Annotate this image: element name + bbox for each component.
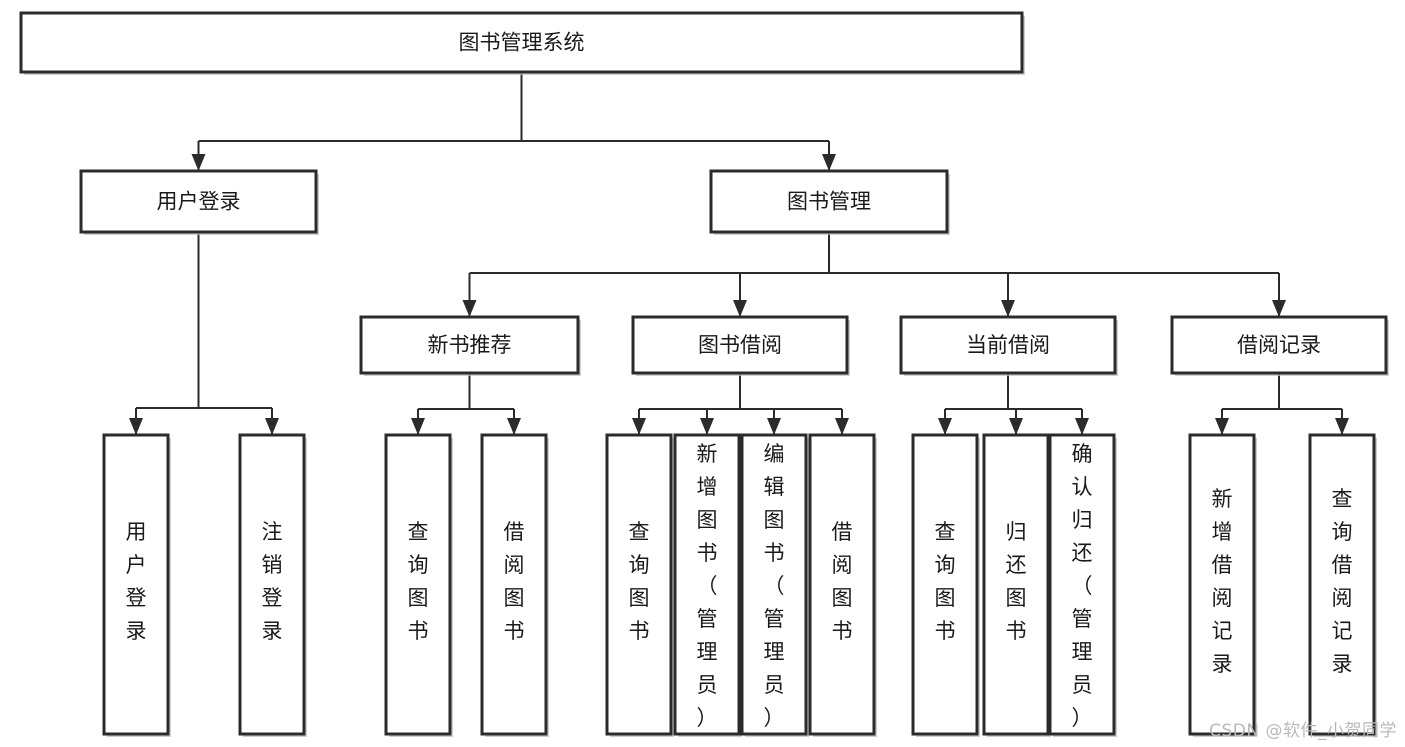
node-label: 图书管理 <box>787 190 871 214</box>
node-level3-2[interactable]: 当前借阅 <box>899 315 1118 376</box>
node-label: 借阅图书 <box>832 520 853 643</box>
node-leaf-1[interactable]: 注销登录 <box>238 433 307 737</box>
arrow-head-icon <box>1009 418 1023 435</box>
node-leaf-0[interactable]: 用户登录 <box>102 433 171 737</box>
arrow-head-icon <box>265 418 279 435</box>
arrow-head-icon <box>733 300 747 317</box>
arrow-head-icon <box>822 154 836 171</box>
watermark-label: CSDN @软件_小贺同学 <box>1209 721 1397 741</box>
arrow-head-icon <box>1272 300 1286 317</box>
node-leaf-4[interactable]: 查询图书 <box>605 433 674 737</box>
arrow-head-icon <box>411 418 425 435</box>
node-label: 图书借阅 <box>698 333 782 357</box>
node-level2-1[interactable]: 图书管理 <box>709 169 950 235</box>
node-label: 新书推荐 <box>428 333 512 357</box>
node-label: 编辑图书（管理员） <box>764 442 785 730</box>
node-label: 新增图书（管理员） <box>697 442 718 730</box>
node-label: 确认归还（管理员） <box>1072 442 1093 730</box>
node-level3-3[interactable]: 借阅记录 <box>1170 315 1389 376</box>
node-label: 注销登录 <box>262 520 283 643</box>
node-level3-0[interactable]: 新书推荐 <box>359 315 581 376</box>
arrow-head-icon <box>191 154 206 171</box>
node-label: 借阅记录 <box>1237 333 1321 357</box>
arrow-head-icon <box>1215 418 1229 435</box>
arrow-head-icon <box>938 418 952 435</box>
node-label: 用户登录 <box>157 190 241 214</box>
arrow-head-icon <box>1001 300 1015 317</box>
arrow-head-icon <box>700 418 714 435</box>
node-label: 用户登录 <box>126 520 147 643</box>
node-label: 当前借阅 <box>966 333 1050 357</box>
node-leaf-5[interactable]: 新增图书（管理员） <box>673 433 742 737</box>
arrow-head-icon <box>632 418 646 435</box>
arrow-head-icon <box>1335 418 1349 435</box>
node-leaf-11[interactable]: 新增借阅记录 <box>1188 433 1257 737</box>
node-leaf-8[interactable]: 查询图书 <box>911 433 980 737</box>
node-leaf-2[interactable]: 查询图书 <box>384 433 453 737</box>
arrow-head-icon <box>835 418 849 435</box>
node-label: 借阅图书 <box>504 520 525 643</box>
connector-layer <box>129 72 1349 435</box>
arrow-head-icon <box>767 418 781 435</box>
node-root[interactable]: 图书管理系统 <box>19 11 1025 75</box>
arrow-head-icon <box>507 418 521 435</box>
node-label: 新增借阅记录 <box>1212 487 1233 676</box>
node-leaf-7[interactable]: 借阅图书 <box>808 433 877 737</box>
node-level3-1[interactable]: 图书借阅 <box>631 315 850 376</box>
node-label: 归还图书 <box>1006 520 1027 643</box>
node-label: 查询图书 <box>629 520 650 643</box>
node-layer: 图书管理系统用户登录图书管理新书推荐图书借阅当前借阅借阅记录用户登录注销登录查询… <box>19 11 1389 737</box>
node-leaf-12[interactable]: 查询借阅记录 <box>1308 433 1377 737</box>
node-label: 图书管理系统 <box>459 31 585 55</box>
node-leaf-6[interactable]: 编辑图书（管理员） <box>740 433 809 737</box>
node-leaf-10[interactable]: 确认归还（管理员） <box>1048 433 1117 737</box>
arrow-head-icon <box>462 300 477 317</box>
node-label: 查询图书 <box>935 520 956 643</box>
node-leaf-3[interactable]: 借阅图书 <box>480 433 549 737</box>
node-label: 查询借阅记录 <box>1332 487 1353 676</box>
node-label: 查询图书 <box>408 520 429 643</box>
arrow-head-icon <box>1075 418 1089 435</box>
node-leaf-9[interactable]: 归还图书 <box>982 433 1051 737</box>
arrow-head-icon <box>129 418 143 435</box>
node-level2-0[interactable]: 用户登录 <box>79 169 319 235</box>
